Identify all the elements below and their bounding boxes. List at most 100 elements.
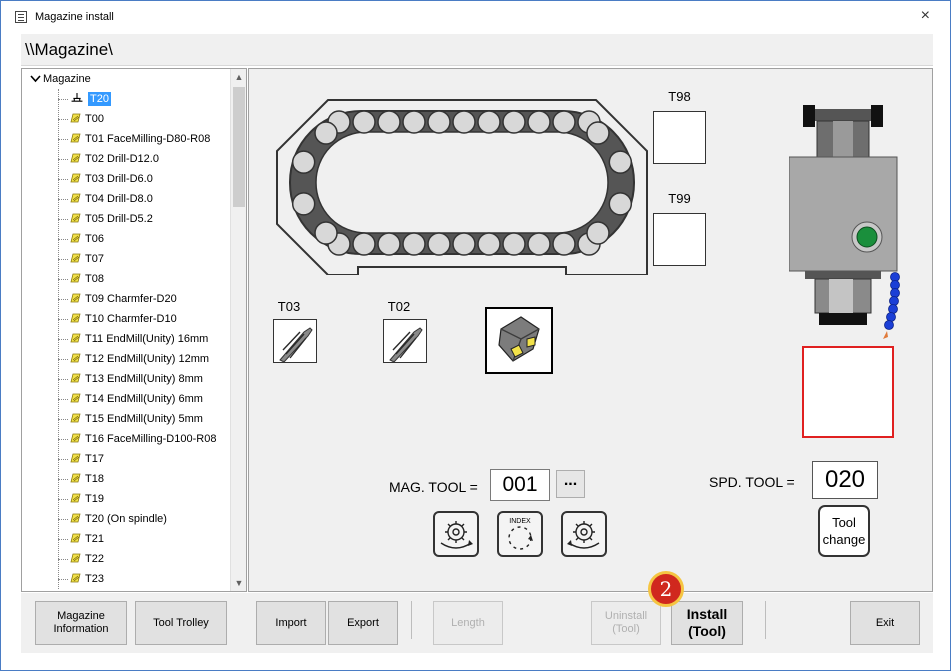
close-icon[interactable]: × xyxy=(920,7,930,24)
tool-icon xyxy=(70,313,81,323)
length-button[interactable]: Length xyxy=(433,601,503,645)
tree-item[interactable]: T01 FaceMilling-D80-R08 xyxy=(22,129,230,149)
annotation-badge: 2 xyxy=(648,571,684,607)
uninstall-line2: (Tool) xyxy=(612,623,640,635)
rotate-ccw-gear-icon xyxy=(440,521,473,549)
tree-item[interactable]: T19 xyxy=(22,489,230,509)
magazine-pocket xyxy=(352,110,376,134)
tree-item[interactable]: T20 (On spindle) xyxy=(22,509,230,529)
tree-item[interactable]: T09 Charmfer-D20 xyxy=(22,289,230,309)
magazine-information-button[interactable]: Magazine Information xyxy=(35,601,127,645)
magazine-pocket xyxy=(291,150,316,174)
tree-connector xyxy=(58,399,68,400)
scroll-thumb[interactable] xyxy=(233,87,245,207)
tree-item-label: T12 EndMill(Unity) 12mm xyxy=(85,353,210,365)
tree-item-label: T01 FaceMilling-D80-R08 xyxy=(85,133,211,145)
tree-item[interactable]: T17 xyxy=(22,449,230,469)
expand-chevron-icon[interactable] xyxy=(30,74,41,83)
scroll-down-icon[interactable]: ▼ xyxy=(234,578,244,588)
install-tool-button[interactable]: Install (Tool) xyxy=(671,601,743,645)
tree-connector xyxy=(58,159,68,160)
magazine-pocket xyxy=(402,232,426,256)
tree-item-label: T00 xyxy=(85,113,104,125)
tool-t02-slot[interactable] xyxy=(383,319,427,363)
tree-connector xyxy=(58,479,68,480)
tree-item[interactable]: T20 xyxy=(22,89,230,109)
tree-item[interactable]: T14 EndMill(Unity) 6mm xyxy=(22,389,230,409)
tree-item[interactable]: T06 xyxy=(22,229,230,249)
tree-item[interactable]: T10 Charmfer-D10 xyxy=(22,309,230,329)
mag-tool-label: MAG. TOOL = xyxy=(389,479,478,495)
tool-icon xyxy=(70,213,81,223)
tool-icon xyxy=(70,393,81,403)
tree-item[interactable]: T11 EndMill(Unity) 16mm xyxy=(22,329,230,349)
slot-t98[interactable] xyxy=(653,111,706,164)
tool-icon xyxy=(70,153,81,163)
toolbar-separator xyxy=(411,601,412,639)
tree-item[interactable]: T15 EndMill(Unity) 5mm xyxy=(22,409,230,429)
tree-connector xyxy=(58,259,68,260)
tree-item[interactable]: T04 Drill-D8.0 xyxy=(22,189,230,209)
scroll-up-icon[interactable]: ▲ xyxy=(234,72,244,82)
rotate-cw-button[interactable] xyxy=(561,511,607,557)
tool-icon xyxy=(70,573,81,583)
magazine-pocket xyxy=(527,110,551,134)
tree-item-label: T17 xyxy=(85,453,104,465)
tree-item[interactable]: T07 xyxy=(22,249,230,269)
magazine-carousel-diagram xyxy=(276,99,648,275)
spindle-icon xyxy=(71,93,83,102)
tree-item[interactable]: T08 xyxy=(22,269,230,289)
magazine-information-line1: Magazine xyxy=(57,610,105,622)
tree-connector xyxy=(58,379,68,380)
rotate-ccw-button[interactable] xyxy=(433,511,479,557)
tree-item[interactable]: T12 EndMill(Unity) 12mm xyxy=(22,349,230,369)
magazine-information-line2: Information xyxy=(53,623,109,635)
index-button[interactable]: INDEX xyxy=(497,511,543,557)
tool-icon xyxy=(70,473,81,483)
tree-connector xyxy=(58,179,68,180)
magazine-pocket xyxy=(352,232,376,256)
tree-item[interactable]: T18 xyxy=(22,469,230,489)
tree-item[interactable]: T03 Drill-D6.0 xyxy=(22,169,230,189)
magazine-pocket xyxy=(452,110,476,134)
tree-item[interactable]: T22 xyxy=(22,549,230,569)
tool-icon xyxy=(70,493,81,503)
tree-item[interactable]: T02 Drill-D12.0 xyxy=(22,149,230,169)
tree-scrollbar[interactable]: ▲ ▼ xyxy=(230,69,246,591)
tree-connector xyxy=(58,559,68,560)
magazine-pocket xyxy=(477,232,501,256)
tree-item[interactable]: T05 Drill-D5.2 xyxy=(22,209,230,229)
spindle-tool-box[interactable] xyxy=(802,346,894,438)
tree-item[interactable]: T13 EndMill(Unity) 8mm xyxy=(22,369,230,389)
current-tool-slot[interactable] xyxy=(485,307,553,374)
exit-button[interactable]: Exit xyxy=(850,601,920,645)
tool-trolley-button[interactable]: Tool Trolley xyxy=(135,601,227,645)
tree-root-magazine[interactable]: Magazine xyxy=(30,73,91,85)
tree-item[interactable]: T16 FaceMilling-D100-R08 xyxy=(22,429,230,449)
tree-connector xyxy=(58,139,68,140)
browse-button[interactable]: ... xyxy=(556,470,585,498)
tree-connector xyxy=(58,359,68,360)
magazine-pocket xyxy=(477,110,501,134)
tree-item[interactable]: T23 xyxy=(22,569,230,589)
import-button[interactable]: Import xyxy=(256,601,326,645)
toolbar-separator xyxy=(765,601,766,639)
magazine-pocket xyxy=(502,110,526,134)
uninstall-tool-button[interactable]: Uninstall (Tool) xyxy=(591,601,661,645)
magazine-pocket xyxy=(314,221,338,245)
magazine-pocket xyxy=(291,192,316,216)
magazine-pocket xyxy=(377,110,401,134)
magazine-pocket xyxy=(608,150,633,174)
slot-t99[interactable] xyxy=(653,213,706,266)
tree-connector xyxy=(58,279,68,280)
tree-item[interactable]: T00 xyxy=(22,109,230,129)
tool-change-button[interactable]: Tool change xyxy=(818,505,870,557)
tree-item[interactable]: T21 xyxy=(22,529,230,549)
tool-t03-slot[interactable] xyxy=(273,319,317,363)
spd-tool-field[interactable]: 020 xyxy=(812,461,878,499)
export-button[interactable]: Export xyxy=(328,601,398,645)
mag-tool-field[interactable]: 001 xyxy=(490,469,550,501)
